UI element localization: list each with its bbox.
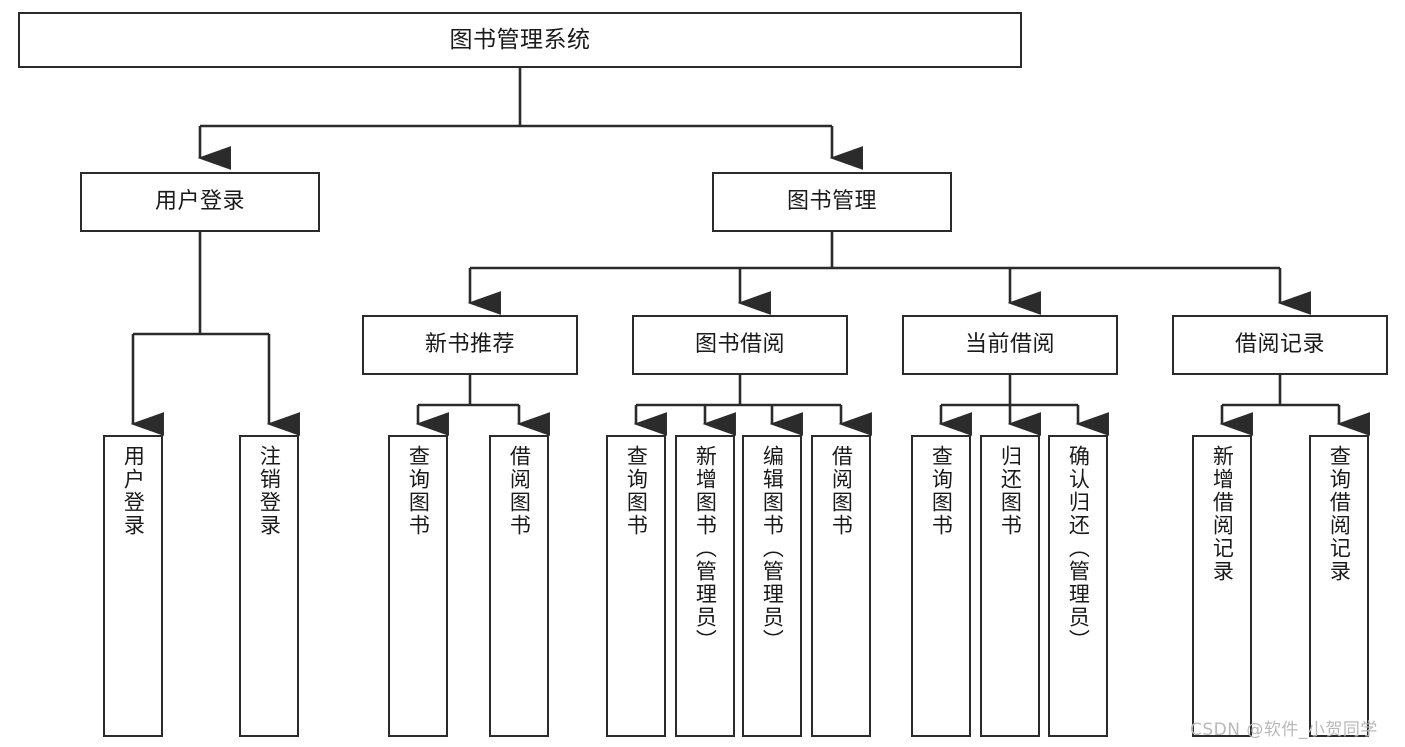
node-label: 借阅记录 — [1234, 332, 1325, 358]
node-label: 借阅图书 — [829, 445, 854, 537]
node-label: 注销登录 — [257, 445, 282, 537]
node-label: 查询图书 — [406, 445, 431, 537]
leaf-borrow-record-query[interactable]: 查询借阅记录 — [1309, 435, 1369, 737]
node-label: 图书管理 — [786, 189, 877, 215]
node-label: 用户登录 — [121, 445, 146, 537]
leaf-book-borrow-borrow[interactable]: 借阅图书 — [811, 435, 871, 737]
leaf-book-borrow-query[interactable]: 查询图书 — [606, 435, 666, 737]
node-borrow-record[interactable]: 借阅记录 — [1172, 315, 1388, 375]
leaf-user-login-login[interactable]: 用户登录 — [103, 435, 163, 737]
leaf-user-login-logout[interactable]: 注销登录 — [239, 435, 299, 737]
node-new-book-recommend[interactable]: 新书推荐 — [362, 315, 578, 375]
node-label: 新书推荐 — [424, 332, 515, 358]
leaf-new-book-borrow[interactable]: 借阅图书 — [489, 435, 549, 737]
node-label: 借阅图书 — [507, 445, 532, 537]
leaf-new-book-query[interactable]: 查询图书 — [388, 435, 448, 737]
node-label: 用户登录 — [154, 189, 245, 215]
node-book-borrow[interactable]: 图书借阅 — [632, 315, 848, 375]
node-label: 新增借阅记录 — [1210, 445, 1235, 583]
node-label: 新增图书（管理员） — [693, 445, 718, 652]
node-label: 查询图书 — [624, 445, 649, 537]
node-book-management[interactable]: 图书管理 — [712, 172, 952, 232]
leaf-current-borrow-query[interactable]: 查询图书 — [911, 435, 971, 737]
node-label: 图书管理系统 — [449, 26, 591, 53]
node-label: 查询图书 — [929, 445, 954, 537]
leaf-borrow-record-add[interactable]: 新增借阅记录 — [1192, 435, 1252, 737]
node-root-system[interactable]: 图书管理系统 — [18, 12, 1022, 68]
node-current-borrow[interactable]: 当前借阅 — [902, 315, 1118, 375]
node-label: 确认归还（管理员） — [1066, 445, 1091, 652]
node-user-login[interactable]: 用户登录 — [80, 172, 320, 232]
node-label: 当前借阅 — [964, 332, 1055, 358]
node-label: 归还图书 — [998, 445, 1023, 537]
leaf-current-borrow-confirm-return[interactable]: 确认归还（管理员） — [1048, 435, 1108, 737]
node-label: 图书借阅 — [694, 332, 785, 358]
leaf-current-borrow-return[interactable]: 归还图书 — [980, 435, 1040, 737]
leaf-book-borrow-add[interactable]: 新增图书（管理员） — [675, 435, 735, 737]
node-label: 查询借阅记录 — [1327, 445, 1352, 583]
csdn-watermark: CSDN @软件_小贺同学 — [1190, 720, 1378, 740]
leaf-book-borrow-edit[interactable]: 编辑图书（管理员） — [742, 435, 802, 737]
node-label: 编辑图书（管理员） — [760, 445, 785, 652]
